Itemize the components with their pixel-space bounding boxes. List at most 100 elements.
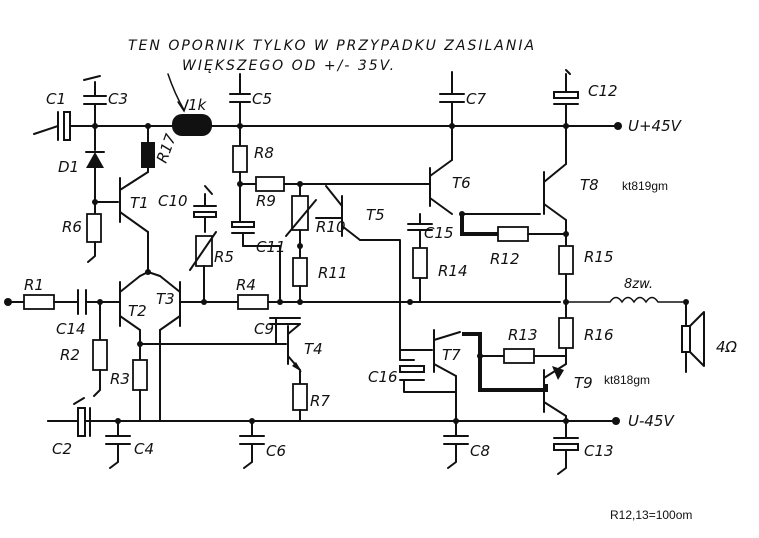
- svg-text:R6: R6: [62, 218, 82, 236]
- positive-terminal: [614, 122, 622, 130]
- capacitor-c10: C10: [158, 185, 217, 233]
- resistor-r3: R3: [110, 343, 148, 422]
- svg-text:C14: C14: [56, 320, 86, 338]
- transistor-t1: T1: [94, 171, 149, 273]
- transistor-t9: T9: [543, 363, 593, 422]
- svg-text:R13: R13: [508, 326, 538, 344]
- resistor-r13: R13: [479, 326, 567, 364]
- resistor-r8: R8: [232, 125, 274, 223]
- resistor-r6: R6: [62, 201, 102, 263]
- svg-text:8zw.: 8zw.: [624, 277, 653, 292]
- svg-text:R12: R12: [490, 250, 520, 268]
- svg-text:C7: C7: [466, 90, 486, 108]
- capacitor-c13: C13: [553, 420, 614, 475]
- output-inductor: 8zw.: [565, 277, 689, 305]
- svg-text:R16: R16: [584, 326, 614, 344]
- capacitor-c16: C16: [368, 359, 457, 393]
- svg-text:T7: T7: [442, 346, 461, 364]
- svg-text:1k: 1k: [188, 96, 208, 114]
- negative-terminal: [612, 417, 620, 425]
- speaker-icon: 4Ω: [681, 301, 738, 373]
- svg-text:R15: R15: [584, 248, 614, 266]
- resistor-r16: R16: [558, 317, 614, 365]
- capacitor-c15: C15: [407, 213, 454, 249]
- svg-text:C11: C11: [256, 238, 286, 256]
- t8-part-label: kt819gm: [622, 179, 668, 193]
- resistor-r2: R2: [60, 301, 108, 397]
- svg-text:R4: R4: [236, 276, 256, 294]
- annotation-arrowhead: [177, 99, 189, 113]
- svg-text:T5: T5: [366, 206, 385, 224]
- transistor-t3: T3: [156, 275, 239, 331]
- svg-text:R1: R1: [24, 276, 44, 294]
- capacitor-c1: C1: [33, 90, 71, 141]
- svg-text:C1: C1: [46, 90, 66, 108]
- resistor-r7: R7: [292, 369, 330, 422]
- resistor-r4: R4: [236, 276, 561, 310]
- svg-text:D1: D1: [58, 158, 79, 176]
- svg-text:C5: C5: [252, 90, 272, 108]
- svg-text:T3: T3: [156, 290, 175, 308]
- svg-text:C13: C13: [584, 442, 614, 460]
- svg-text:R8: R8: [254, 144, 274, 162]
- positive-rail-label: U+45V: [628, 117, 683, 135]
- svg-text:4Ω: 4Ω: [716, 338, 738, 356]
- capacitor-c11: C11: [231, 221, 286, 303]
- svg-text:C16: C16: [368, 368, 398, 386]
- svg-text:C9: C9: [254, 320, 274, 338]
- svg-text:C15: C15: [424, 224, 454, 242]
- svg-text:T1: T1: [130, 194, 149, 212]
- svg-text:C3: C3: [108, 90, 128, 108]
- resistor-r5: R5: [189, 231, 234, 303]
- svg-text:R5: R5: [214, 248, 234, 266]
- capacitor-c7: C7: [439, 71, 486, 127]
- t9-part-label: kt818gm: [604, 373, 650, 387]
- capacitor-c3: C3: [83, 75, 128, 127]
- resistor-r10: R10: [285, 183, 346, 237]
- capacitor-c8: C8: [443, 420, 490, 469]
- transistor-t2: T2: [119, 275, 147, 331]
- resistor-r15: R15: [558, 245, 614, 319]
- resistor-r12: R12: [490, 226, 567, 268]
- svg-text:T6: T6: [452, 174, 471, 192]
- svg-text:R7: R7: [310, 392, 330, 410]
- negative-rail-label: U-45V: [628, 412, 675, 430]
- svg-text:C8: C8: [470, 442, 490, 460]
- svg-text:C12: C12: [588, 82, 618, 100]
- transistor-t7: T7: [399, 329, 461, 422]
- resistor-r14: R14: [412, 247, 468, 303]
- resistor-r17: 1k R17: [141, 96, 212, 173]
- resistor-r11: R11: [292, 229, 348, 303]
- svg-text:R3: R3: [110, 370, 130, 388]
- diode-d1: D1: [58, 125, 105, 203]
- svg-text:R2: R2: [60, 346, 80, 364]
- capacitor-c9: C9: [254, 317, 301, 345]
- r12-r13-value-note: R12,13=100om: [610, 508, 692, 522]
- svg-text:R9: R9: [256, 192, 276, 210]
- annotation-line-2: WIĘKSZEGO OD +/- 35V.: [182, 58, 396, 74]
- capacitor-c4: C4: [105, 420, 154, 469]
- svg-text:C4: C4: [134, 440, 154, 458]
- capacitor-c6: C6: [239, 420, 286, 469]
- transistor-t5: T5: [315, 185, 401, 361]
- annotation-arrow: [167, 73, 185, 111]
- transistor-t4: T4: [275, 323, 323, 372]
- svg-text:R14: R14: [438, 262, 468, 280]
- svg-text:T2: T2: [128, 302, 147, 320]
- svg-text:R10: R10: [316, 218, 346, 236]
- svg-text:C10: C10: [158, 192, 188, 210]
- capacitor-c2: C2: [47, 397, 105, 458]
- transistor-t6: T6: [419, 125, 471, 215]
- svg-text:T9: T9: [574, 374, 593, 392]
- resistor-r9: R9: [239, 176, 421, 210]
- transistor-t8: T8: [543, 125, 599, 247]
- svg-text:R11: R11: [318, 264, 348, 282]
- svg-text:C6: C6: [266, 442, 286, 460]
- capacitor-c12: C12: [553, 69, 618, 127]
- svg-text:T4: T4: [304, 340, 323, 358]
- svg-text:T8: T8: [580, 176, 599, 194]
- annotation-line-1: TEN OPORNIK TYLKO W PRZYPADKU ZASILANIA: [128, 38, 536, 54]
- svg-text:R17: R17: [153, 131, 180, 165]
